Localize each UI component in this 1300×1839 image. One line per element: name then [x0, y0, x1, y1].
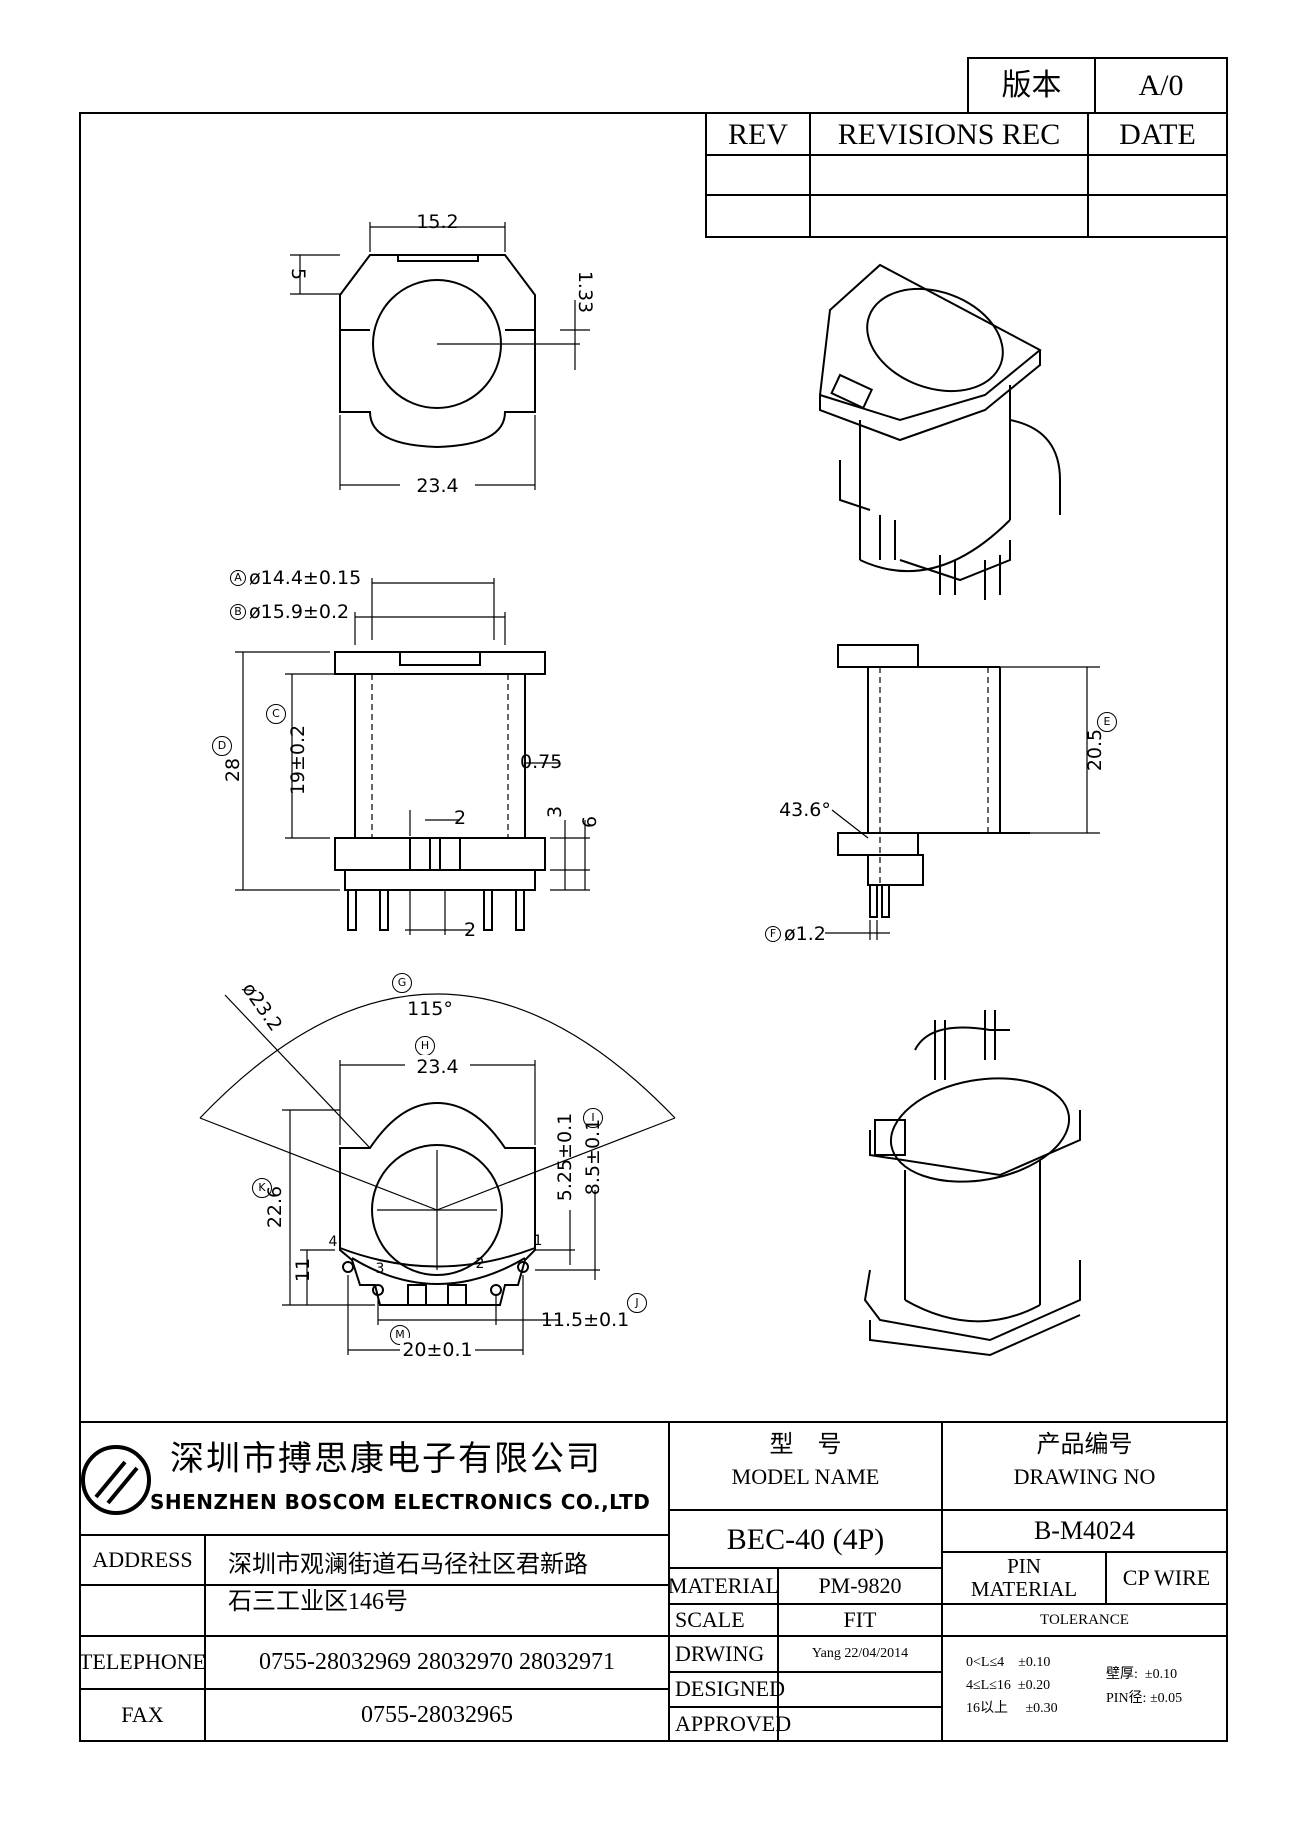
company-name-cn: 深圳市搏思康电子有限公司: [170, 1441, 602, 1479]
dim-top-offset: 1.33: [574, 270, 597, 314]
pin-3-label: 3: [375, 1261, 385, 1278]
dim-side-wall: 0.75: [520, 750, 563, 773]
pin-2-label: 2: [475, 1256, 485, 1273]
dim-mark-h: H: [415, 1036, 435, 1056]
drawing-no-value: B-M4024: [1033, 1515, 1136, 1545]
isometric-view-top: [818, 263, 1061, 600]
dim-mark-j: J: [627, 1293, 647, 1313]
fax-label: FAX: [121, 1701, 164, 1727]
pin-1-label: 1: [533, 1233, 543, 1250]
top-view-outline: [339, 254, 536, 449]
version-label: 版本: [1001, 69, 1062, 102]
dim-side-flange1: 3: [543, 805, 566, 819]
dim-mark-i: I: [583, 1108, 603, 1128]
tolerance-wall: 壁厚: ±0.10: [1106, 1667, 1178, 1683]
address-line-2: 石三工业区146号: [228, 1588, 408, 1615]
material-label: MATERIAL: [667, 1572, 780, 1598]
drawing-no-label-cn: 产品编号: [1036, 1431, 1133, 1458]
pin-material-value: CP WIRE: [1122, 1564, 1211, 1590]
telephone-label: TELEPHONE: [78, 1649, 207, 1675]
dim-bottom-h1: 5.25±0.1: [553, 1112, 576, 1202]
company-name-en: SHENZHEN BOSCOM ELECTRONICS CO.,LTD: [150, 1490, 651, 1514]
material-value: PM-9820: [818, 1572, 902, 1598]
model-name-label-en: MODEL NAME: [731, 1463, 880, 1489]
dim-right-angle: 43.6°: [779, 798, 831, 821]
version-value: A/0: [1138, 69, 1184, 102]
bottom-view-outline: [339, 1101, 536, 1306]
pin-4-label: 4: [328, 1234, 338, 1251]
tolerance-row-2: 4≤L≤16 ±0.20: [966, 1678, 1051, 1694]
dim-right-height: 20.5: [1083, 728, 1106, 772]
dim-side-flange2: 6: [578, 815, 601, 829]
dim-bottom-pitch-x: 11.5±0.1: [540, 1308, 630, 1331]
dim-top-width: 15.2: [416, 210, 459, 233]
dim-bottom-pitch-y: 20±0.1: [400, 1338, 475, 1362]
tolerance-pin: PIN径: ±0.05: [1106, 1691, 1183, 1707]
tolerance-row-1: 0<L≤4 ±0.10: [966, 1655, 1051, 1671]
fax-value: 0755-28032965: [361, 1701, 513, 1728]
address-label: ADDRESS: [92, 1546, 193, 1572]
dim-mark-d: D: [212, 736, 232, 756]
drawing-row-label: DRWING: [675, 1640, 765, 1666]
revisions-rec-header: REVISIONS REC: [837, 117, 1061, 151]
model-name-label-cn: 型 号: [769, 1431, 842, 1458]
dim-side-gap2: 2: [463, 918, 477, 941]
dim-side-gap1: 2: [453, 806, 467, 829]
telephone-value: 0755-28032969 28032970 28032971: [259, 1649, 615, 1676]
company-logo: [81, 1445, 151, 1515]
dim-top-bottom-width: 23.4: [400, 474, 475, 498]
tolerance-label: TOLERANCE: [1040, 1611, 1129, 1628]
dim-mark-g: G: [392, 973, 412, 993]
scale-label: SCALE: [675, 1606, 745, 1632]
address-line-1: 深圳市观澜街道石马径社区君新路: [228, 1551, 588, 1578]
dim-side-winding: 19±0.2: [286, 724, 309, 796]
approved-label: APPROVED: [675, 1710, 792, 1736]
dim-mark-c: C: [266, 704, 286, 724]
drawing-row-value: Yang 22/04/2014: [811, 1646, 909, 1662]
designed-label: DESIGNED: [675, 1676, 785, 1702]
model-name-value: BEC-40 (4P): [726, 1522, 885, 1556]
drawing-no-label-en: DRAWING NO: [1013, 1463, 1156, 1489]
scale-value: FIT: [843, 1606, 877, 1632]
dim-bottom-h3: 11: [291, 1257, 314, 1283]
tolerance-row-3: 16以上 ±0.30: [966, 1701, 1058, 1717]
rev-header: REV: [728, 117, 788, 151]
date-header: DATE: [1119, 117, 1196, 151]
dim-mark-k: K: [252, 1178, 272, 1198]
dim-bottom-angle: 115°: [407, 997, 453, 1020]
dim-top-notch: 5: [287, 267, 310, 281]
drawing-border: [79, 112, 1228, 1742]
dim-mark-e: E: [1097, 712, 1117, 732]
isometric-view-bottom: [863, 1010, 1081, 1357]
pin-material-label: PIN MATERIAL: [970, 1553, 1078, 1601]
dim-bottom-width: 23.4: [405, 1055, 470, 1079]
